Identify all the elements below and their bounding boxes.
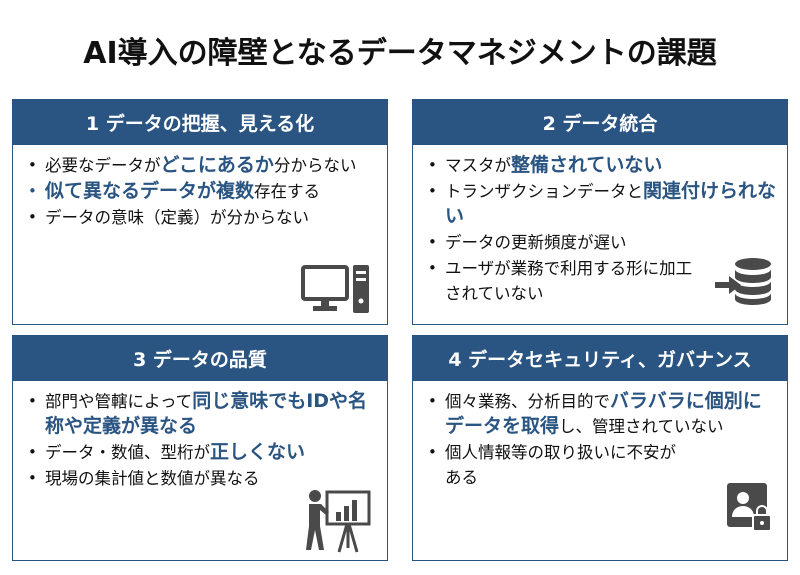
card-header: 4 データセキュリティ、ガバナンス — [413, 336, 787, 381]
list-item: マスタが整備されていない — [425, 153, 777, 178]
user-lock-icon — [727, 483, 772, 532]
list-item: データの意味（定義）が分からない — [25, 205, 377, 230]
page-title: AI導入の障壁となるデータマネジメントの課題 — [83, 36, 717, 71]
card-data-visibility: 1 データの把握、見える化 必要なデータがどこにあるか分からない 似て異なるデー… — [12, 99, 388, 325]
list-item: 似て異なるデータが複数存在する — [25, 179, 377, 204]
list-item: ユーザが業務で利用する形に加工されていない — [425, 256, 777, 306]
card-header: 2 データ統合 — [413, 100, 787, 145]
computer-monitor-icon — [301, 265, 369, 313]
card-data-integration: 2 データ統合 マスタが整備されていない トランザクションデータと関連付けられな… — [412, 99, 788, 325]
presenter-chart-icon — [306, 490, 371, 553]
list-item: データ・数値、型桁が正しくない — [25, 440, 377, 465]
list-item: データの更新頻度が遅い — [425, 230, 777, 255]
list-item: 個人情報等の取り扱いに不安がある — [425, 440, 777, 490]
card-data-quality: 3 データの品質 部門や管轄によって同じ意味でもIDや名称や定義が異なる データ… — [12, 335, 388, 561]
card-data-security-governance: 4 データセキュリティ、ガバナンス 個々業務、分析目的でバラバラに個別にデータを… — [412, 335, 788, 561]
database-import-icon — [715, 258, 771, 305]
list-item: 部門や管轄によって同じ意味でもIDや名称や定義が異なる — [25, 389, 377, 439]
card-header: 3 データの品質 — [13, 336, 387, 381]
list-item: トランザクションデータと関連付けられない — [425, 179, 777, 229]
issue-list: 個々業務、分析目的でバラバラに個別にデータを取得し、管理されていない 個人情報等… — [425, 389, 777, 490]
issue-list: マスタが整備されていない トランザクションデータと関連付けられない データの更新… — [425, 153, 777, 306]
issue-list: 部門や管轄によって同じ意味でもIDや名称や定義が異なる データ・数値、型桁が正し… — [25, 389, 377, 491]
list-item: 必要なデータがどこにあるか分からない — [25, 153, 377, 178]
card-header: 1 データの把握、見える化 — [13, 100, 387, 145]
issue-list: 必要なデータがどこにあるか分からない 似て異なるデータが複数存在する データの意… — [25, 153, 377, 230]
list-item: 現場の集計値と数値が異なる — [25, 466, 377, 491]
list-item: 個々業務、分析目的でバラバラに個別にデータを取得し、管理されていない — [425, 389, 777, 439]
